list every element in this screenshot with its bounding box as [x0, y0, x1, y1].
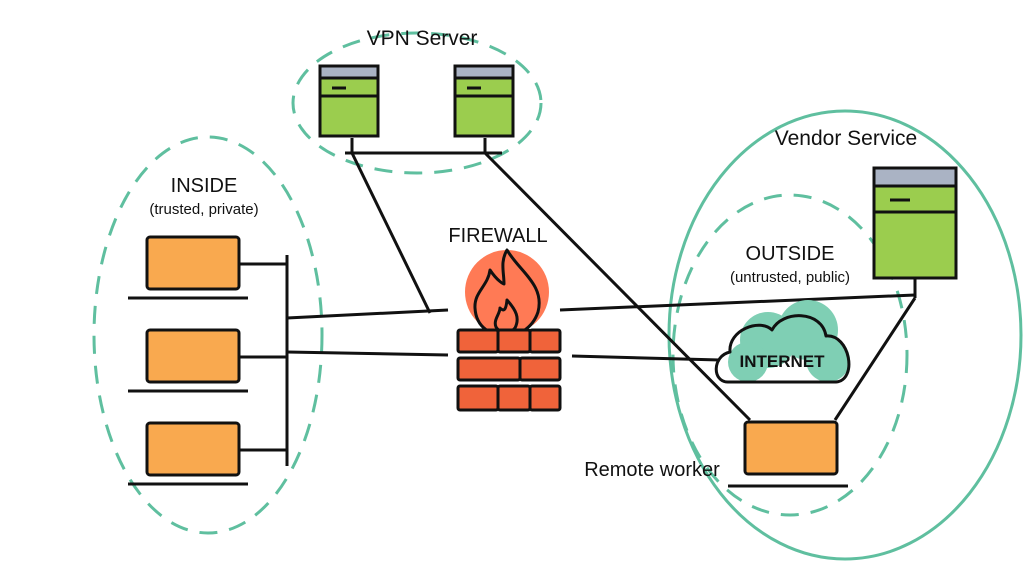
vendor-service-label: Vendor Service	[775, 127, 917, 150]
outside-title: OUTSIDE	[746, 243, 835, 265]
internet-label: INTERNET	[740, 352, 826, 371]
remote-laptop-icon	[728, 420, 848, 488]
vendor-zone	[667, 109, 1023, 561]
vpn-server-1-icon	[318, 64, 380, 138]
vendor-server-icon	[872, 166, 958, 280]
inside-zone	[92, 135, 324, 535]
outside-subtitle: (untrusted, public)	[730, 269, 850, 286]
inside-title: INSIDE	[171, 175, 238, 197]
vpn-server-2-icon	[453, 64, 515, 138]
vpn-zone	[291, 31, 543, 175]
connections	[239, 138, 917, 466]
firewall-label: FIREWALL	[448, 225, 547, 247]
vpn-server-label: VPN Server	[367, 27, 478, 50]
inside-subtitle: (trusted, private)	[149, 201, 258, 218]
outside-zone	[671, 193, 909, 517]
cloud-icon	[714, 300, 851, 384]
firewall-icon	[456, 248, 562, 412]
remote-worker-label: Remote worker	[584, 459, 720, 481]
inside-laptop-2-icon	[128, 328, 248, 393]
inside-laptop-3-icon	[128, 421, 248, 486]
inside-laptop-1-icon	[128, 235, 248, 300]
